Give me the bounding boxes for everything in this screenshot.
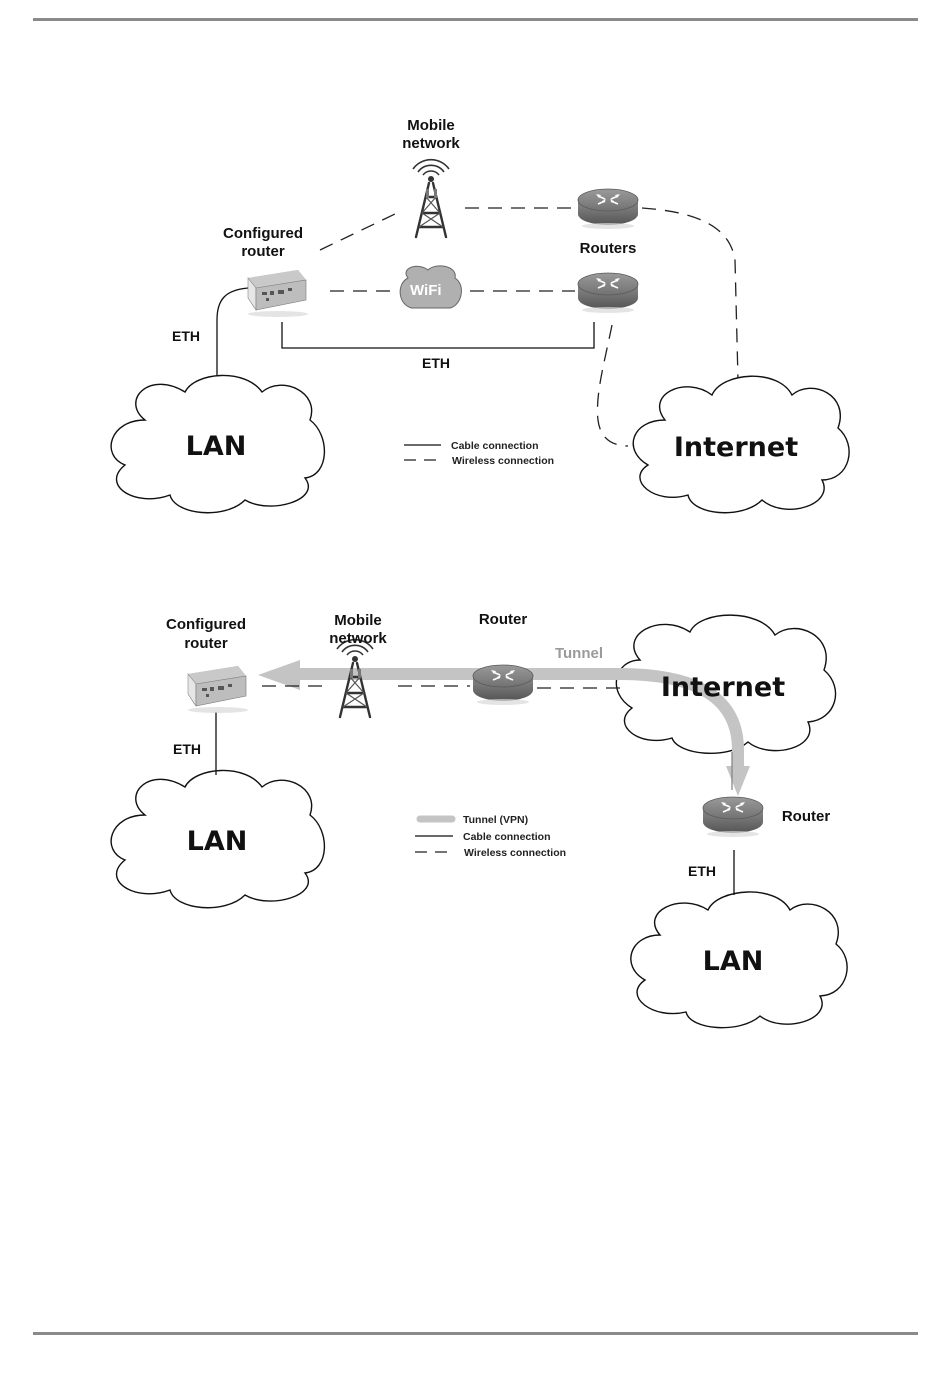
eth-label: ETH [172, 328, 200, 344]
configured-router-label: Configured [166, 616, 246, 633]
configured-router-device-icon [188, 666, 248, 713]
wifi-badge-text: WiFi [410, 282, 442, 299]
mobile-network-label: Mobile [407, 117, 455, 134]
mobile-network-label: Mobile [334, 612, 382, 629]
internet-label: Internet [674, 432, 798, 463]
cable-router-to-lan [217, 288, 248, 382]
cable-eth-bracket [282, 322, 594, 348]
tunnel-arrowhead [726, 766, 750, 796]
eth-label: ETH [173, 741, 201, 757]
lan-label: LAN [703, 946, 764, 977]
wireless-router1-to-internet [642, 208, 738, 380]
legend-wireless-label: Wireless connection [452, 455, 554, 467]
router-icon [473, 665, 533, 705]
legend-wireless-label: Wireless connection [464, 847, 566, 859]
configured-router-label: router [184, 635, 228, 652]
wireless-router2-to-internet [597, 325, 628, 446]
eth-label: ETH [422, 355, 450, 371]
lan-label: LAN [186, 431, 247, 462]
mobile-network-label: network [402, 135, 460, 152]
legend: Tunnel (VPN) Cable connection Wireless c… [415, 814, 566, 859]
router-icon [578, 189, 638, 229]
configured-router-device-icon [248, 270, 308, 317]
wifi-icon: WiFi [400, 266, 461, 308]
router-icon [703, 797, 763, 837]
router-icon [578, 273, 638, 313]
legend-cable-label: Cable connection [451, 440, 539, 452]
mobile-network-label: network [329, 630, 387, 647]
wireless-router-to-tower [320, 214, 395, 250]
configured-router-label: Configured [223, 225, 303, 242]
legend: Cable connection Wireless connection [404, 440, 554, 467]
routers-label: Routers [580, 240, 637, 257]
lan-label: LAN [187, 826, 248, 857]
router-label: Router [782, 808, 830, 825]
internet-label: Internet [661, 672, 785, 703]
cell-tower-icon [413, 160, 449, 237]
tunnel-label: Tunnel [555, 645, 603, 662]
configured-router-label: router [241, 243, 285, 260]
legend-tunnel-label: Tunnel (VPN) [463, 814, 528, 826]
eth-label: ETH [688, 863, 716, 879]
legend-cable-label: Cable connection [463, 831, 551, 843]
router-label: Router [479, 611, 527, 628]
